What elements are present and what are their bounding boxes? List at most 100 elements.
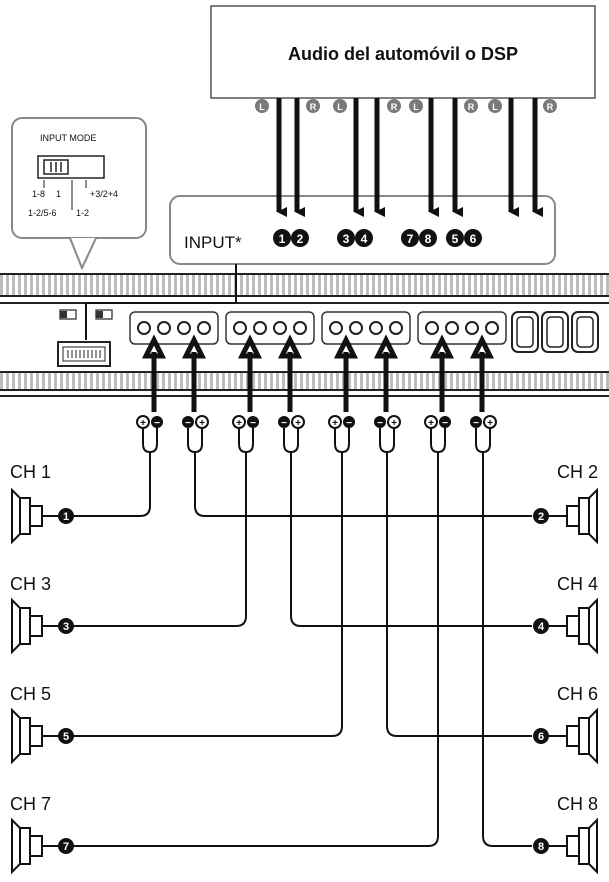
- speaker-icon-ch7: [11, 817, 60, 875]
- speaker-icon-ch6: [549, 707, 598, 765]
- terminal-screw[interactable]: [293, 321, 307, 335]
- input-number: 6: [470, 232, 477, 246]
- terminal-screw[interactable]: [233, 321, 247, 335]
- speaker-icon-ch4: [549, 597, 598, 655]
- terminal-block-1: [129, 311, 219, 345]
- source-title: Audio del automóvil o DSP: [288, 44, 518, 64]
- channel-number: 2: [538, 511, 544, 523]
- channel-number: 7: [63, 841, 69, 853]
- speaker-icon-ch2: [549, 487, 598, 545]
- input-number-badges: 1 2 3 4 7 8 5 6: [273, 229, 482, 247]
- plus-sign: +: [391, 418, 397, 429]
- speaker-icon-ch8: [549, 817, 598, 875]
- input-label: INPUT*: [184, 233, 242, 252]
- input-number: 3: [343, 232, 350, 246]
- minus-sign: −: [346, 418, 352, 429]
- callout-leader: [85, 264, 237, 340]
- terminal-block-4: [417, 311, 507, 345]
- badge-R-3: R: [468, 102, 475, 112]
- terminal-screw[interactable]: [253, 321, 267, 335]
- label-ch2: CH 2: [557, 462, 598, 482]
- channel-badge: [533, 838, 549, 854]
- speaker-icon-ch1: [11, 487, 60, 545]
- channel-number: 8: [538, 841, 544, 853]
- input-number: 8: [425, 232, 432, 246]
- label-ch7: CH 7: [10, 794, 51, 814]
- minus-sign: −: [473, 418, 479, 429]
- terminal-screw[interactable]: [157, 321, 171, 335]
- terminal-screw[interactable]: [349, 321, 363, 335]
- minus-sign: −: [154, 418, 160, 429]
- minus-sign: −: [377, 418, 383, 429]
- channel-badge: [58, 508, 74, 524]
- polarity-markers: + − − + + − − + + − − + + − − +: [136, 415, 497, 429]
- channel-number: 6: [538, 731, 544, 743]
- terminal-screw[interactable]: [465, 321, 479, 335]
- terminal-screw[interactable]: [197, 321, 211, 335]
- speaker-icon-ch5: [11, 707, 60, 765]
- lr-badges: L R L R L R L R: [255, 99, 557, 113]
- terminal-screw[interactable]: [445, 321, 459, 335]
- channel-number: 3: [63, 621, 69, 633]
- terminal-screw[interactable]: [329, 321, 343, 335]
- input-number: 5: [452, 232, 459, 246]
- label-ch3: CH 3: [10, 574, 51, 594]
- output-arrows: [141, 334, 495, 412]
- plus-sign: +: [487, 418, 493, 429]
- badge-R-4: R: [547, 102, 554, 112]
- plus-sign: +: [140, 418, 146, 429]
- minus-sign: −: [281, 418, 287, 429]
- minus-sign: −: [185, 418, 191, 429]
- terminal-screw[interactable]: [137, 321, 151, 335]
- terminal-screw[interactable]: [485, 321, 499, 335]
- speaker-icon-ch3: [11, 597, 60, 655]
- plus-sign: +: [332, 418, 338, 429]
- badge-R-2: R: [391, 102, 398, 112]
- input-number: 1: [279, 232, 286, 246]
- channel-badge: [533, 618, 549, 634]
- input-number: 4: [361, 232, 368, 246]
- mode-label-3-2-4: +3/2+4: [90, 189, 118, 199]
- mode-label-1-2: 1-2: [76, 208, 89, 218]
- input-number: 2: [297, 232, 304, 246]
- mode-label-1: 1: [56, 189, 61, 199]
- label-ch5: CH 5: [10, 684, 51, 704]
- channel-badge: [533, 728, 549, 744]
- minus-sign: −: [442, 418, 448, 429]
- plus-sign: +: [236, 418, 242, 429]
- badge-R-1: R: [310, 102, 317, 112]
- badge-L-4: L: [492, 102, 498, 112]
- channel-number: 4: [538, 621, 545, 633]
- terminal-screw[interactable]: [273, 321, 287, 335]
- label-ch6: CH 6: [557, 684, 598, 704]
- channel-number: 1: [63, 511, 69, 523]
- label-ch4: CH 4: [557, 574, 598, 594]
- plus-sign: +: [199, 418, 205, 429]
- mode-label-1-8: 1-8: [32, 189, 45, 199]
- label-ch1: CH 1: [10, 462, 51, 482]
- pair-joiners: [142, 428, 491, 454]
- terminal-block-2: [225, 311, 315, 345]
- minus-sign: −: [250, 418, 256, 429]
- label-ch8: CH 8: [557, 794, 598, 814]
- input-number: 7: [407, 232, 414, 246]
- plus-sign: +: [295, 418, 301, 429]
- channel-badge: [58, 838, 74, 854]
- speaker-wires: [70, 452, 532, 847]
- terminal-block-3: [321, 311, 411, 345]
- callout-pointer: [69, 237, 97, 271]
- terminal-screw[interactable]: [369, 321, 383, 335]
- input-mode-title: INPUT MODE: [40, 133, 96, 143]
- badge-L-2: L: [337, 102, 343, 112]
- channel-badge: [533, 508, 549, 524]
- plus-sign: +: [428, 418, 434, 429]
- heatsink-top: [0, 274, 609, 296]
- badge-L-1: L: [259, 102, 265, 112]
- terminal-screw[interactable]: [177, 321, 191, 335]
- heatsink-bottom: [0, 372, 609, 390]
- power-terminals: [511, 311, 599, 353]
- terminal-screw[interactable]: [389, 321, 403, 335]
- terminal-screw[interactable]: [425, 321, 439, 335]
- mode-label-1-2-5-6: 1-2/5-6: [28, 208, 57, 218]
